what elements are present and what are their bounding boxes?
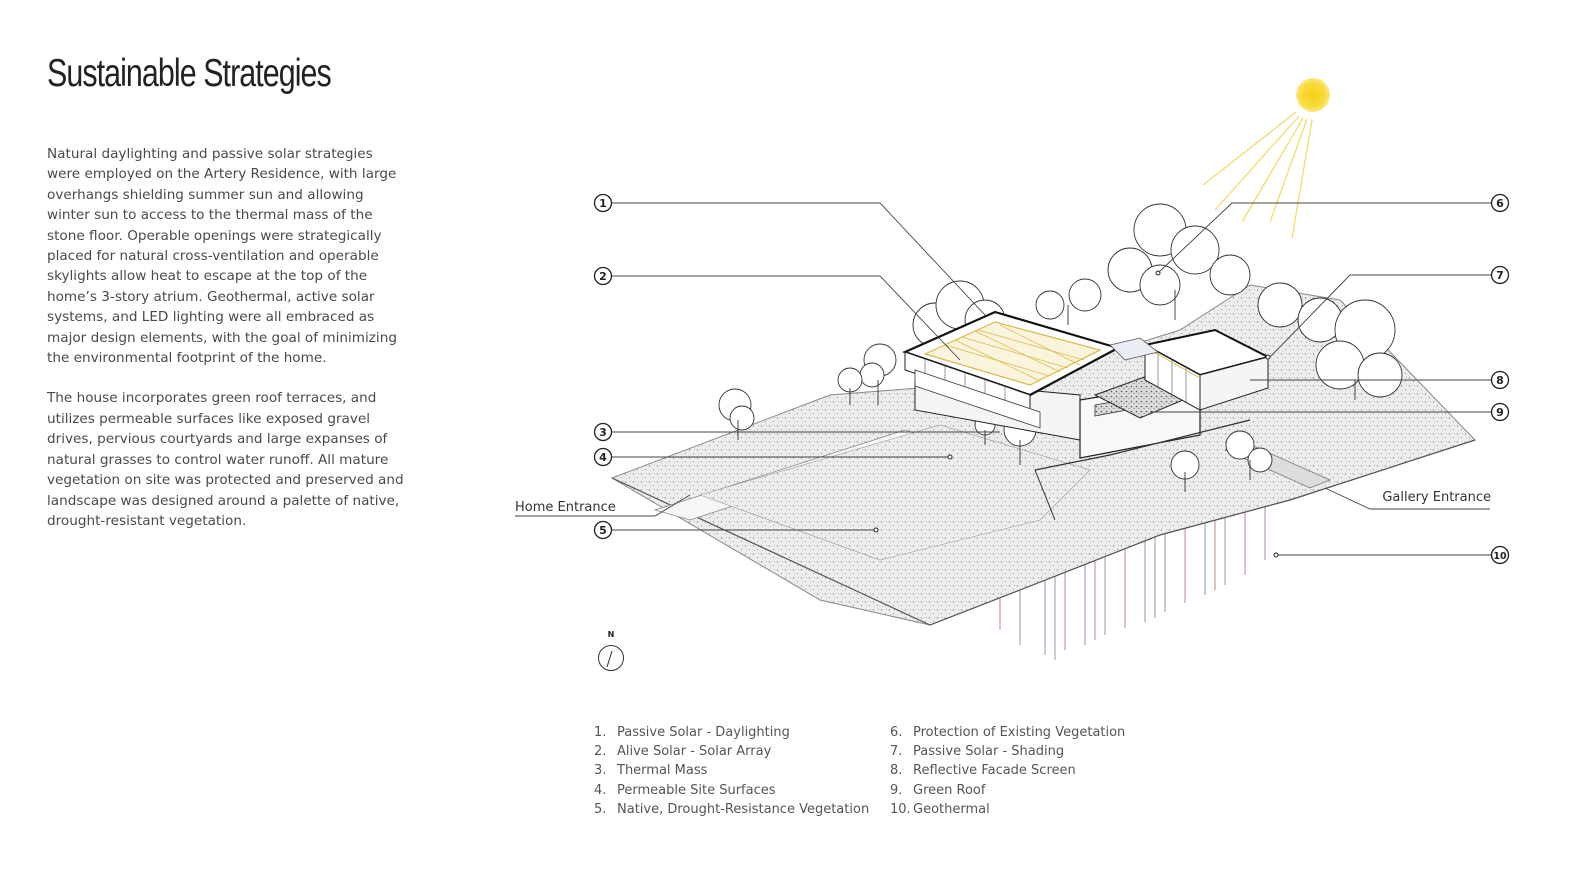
legend-column-2: 6.Protection of Existing Vegetation 7.Pa…	[890, 723, 1125, 819]
callout-3: 3	[593, 422, 613, 442]
svg-text:3: 3	[599, 426, 607, 439]
legend-item: 10.Geothermal	[890, 801, 990, 817]
legend-item: 8.Reflective Facade Screen	[890, 763, 1076, 779]
home-entrance-label: Home Entrance	[515, 500, 616, 515]
svg-text:1: 1	[599, 197, 607, 210]
callout-2: 2	[593, 266, 613, 286]
legend-item: 5.Native, Drought-Resistance Vegetation	[594, 801, 870, 817]
legend-item: 9.Green Roof	[890, 782, 986, 798]
svg-text:5: 5	[599, 524, 607, 537]
callout-leaders	[515, 202, 1491, 556]
svg-text:6: 6	[1496, 197, 1504, 210]
legend-column-1: 1.Passive Solar - Daylighting 2.Alive So…	[594, 723, 869, 819]
gallery-entrance-label: Gallery Entrance	[1382, 490, 1491, 505]
legend-item: 1.Passive Solar - Daylighting	[594, 725, 790, 740]
legend-item: 6.Protection of Existing Vegetation	[890, 725, 1126, 740]
svg-text:7: 7	[1496, 269, 1504, 282]
callout-7: 7	[1490, 265, 1510, 285]
legend-item: 4.Permeable Site Surfaces	[594, 782, 776, 798]
page-title: Sustainable Strategies	[47, 52, 332, 95]
callout-6: 6	[1490, 193, 1510, 213]
callout-9: 9	[1490, 402, 1510, 422]
description: Natural daylighting and passive solar st…	[47, 144, 407, 551]
legend-item: 7.Passive Solar - Shading	[890, 744, 1065, 760]
paragraph-site: The house incorporates green roof terrac…	[47, 390, 404, 529]
callout-10: 10	[1490, 545, 1510, 565]
svg-text:10: 10	[1493, 551, 1507, 562]
trees	[718, 203, 1403, 492]
svg-text:8: 8	[1496, 374, 1504, 387]
callout-1: 1	[593, 193, 613, 213]
paragraph-daylighting: Natural daylighting and passive solar st…	[47, 146, 397, 367]
legend-item: 2.Alive Solar - Solar Array	[594, 744, 772, 760]
svg-text:4: 4	[599, 451, 607, 464]
callout-anchors	[873, 270, 1279, 558]
svg-text:N: N	[608, 630, 615, 639]
callout-4: 4	[593, 447, 613, 467]
callout-8: 8	[1490, 370, 1510, 390]
legend-item: 3.Thermal Mass	[594, 763, 708, 779]
sun-icon	[1202, 78, 1330, 239]
svg-text:2: 2	[599, 270, 607, 283]
svg-text:9: 9	[1496, 406, 1504, 419]
north-arrow-icon: N	[598, 630, 624, 671]
callout-5: 5	[593, 520, 613, 540]
house	[901, 310, 1271, 521]
